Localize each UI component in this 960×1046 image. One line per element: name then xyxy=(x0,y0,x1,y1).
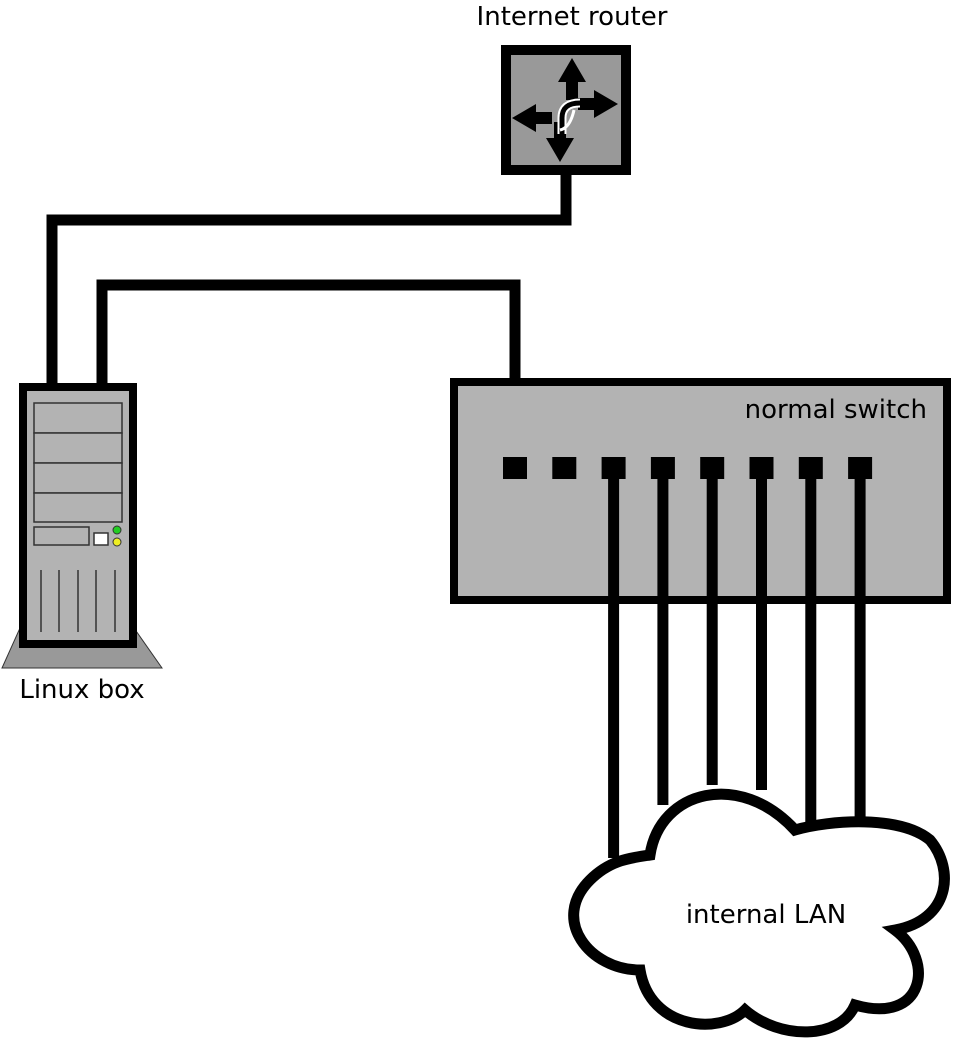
switch-port xyxy=(749,457,774,479)
lan-cables xyxy=(608,470,866,858)
switch-port xyxy=(798,457,823,479)
switch-port xyxy=(650,457,675,479)
linux-box[interactable]: Linux box xyxy=(1,383,163,705)
router-arrows-icon xyxy=(512,58,618,162)
cloud-shape xyxy=(568,788,950,1038)
switch-port xyxy=(503,457,527,479)
vent-lines xyxy=(40,570,116,632)
led-yellow-icon xyxy=(112,537,122,547)
cable-router-to-linux xyxy=(46,170,572,388)
switch-label: normal switch xyxy=(745,395,927,425)
router-label: Internet router xyxy=(477,2,668,32)
power-button-icon xyxy=(93,532,109,546)
switch-port xyxy=(601,457,626,479)
switch-port xyxy=(552,457,577,479)
router[interactable]: Internet router xyxy=(477,2,668,175)
drive-bays xyxy=(33,402,123,546)
linux-box-label: Linux box xyxy=(19,675,144,705)
cable-linux-to-switch xyxy=(96,279,521,468)
switch-ports xyxy=(503,457,873,479)
switch-port xyxy=(700,457,725,479)
led-green-icon xyxy=(112,525,122,535)
switch[interactable]: normal switch xyxy=(450,378,951,604)
lan-label: internal LAN xyxy=(686,900,846,930)
switch-port xyxy=(848,457,873,479)
lan-cloud[interactable]: internal LAN xyxy=(568,788,950,1038)
